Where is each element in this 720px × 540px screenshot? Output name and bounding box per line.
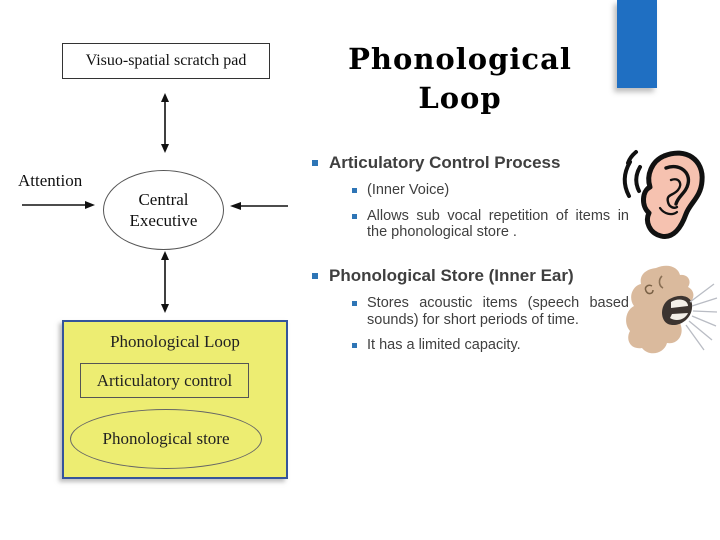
visuo-spatial-scratchpad-label: Visuo-spatial scratch pad <box>85 52 247 69</box>
sub-bullet-square-icon <box>352 188 357 194</box>
phonological-store-ellipse: Phonological store <box>70 409 262 469</box>
bullet-square-icon <box>312 160 318 166</box>
list-item: It has a limited capacity. <box>367 336 521 353</box>
ear-listening-icon <box>622 150 705 239</box>
accent-bar <box>617 0 657 88</box>
bullet-square-icon <box>312 273 318 279</box>
title-line-2: Loop <box>418 81 502 116</box>
central-executive-line-1: Central <box>138 189 189 209</box>
articulatory-control-label: Articulatory control <box>96 370 233 390</box>
speaking-mouth-icon <box>626 265 718 354</box>
section-heading: Articulatory Control Process <box>329 153 561 172</box>
phonological-loop-box-title: Phonological Loop <box>110 332 240 351</box>
sub-bullet-square-icon <box>352 213 357 219</box>
list-item: (Inner Voice) <box>367 182 450 199</box>
sub-bullet-square-icon <box>352 342 357 348</box>
section-heading: Phonological Store (Inner Ear) <box>329 266 574 285</box>
page-title: Phonological Loop <box>338 40 582 118</box>
section-phonological-store: Phonological Store (Inner Ear) Stores ac… <box>312 266 642 353</box>
up-down-arrow-bottom <box>161 251 169 313</box>
central-executive-line-2: Executive <box>129 211 198 230</box>
central-executive-ellipse: Central Executive <box>103 170 224 250</box>
visuo-spatial-scratchpad-box: Visuo-spatial scratch pad <box>62 43 270 79</box>
list-item: Stores acoustic items (speech based soun… <box>367 295 629 328</box>
list-item: Allows sub vocal repetition of items in … <box>367 207 629 240</box>
up-down-arrow-top <box>161 93 169 153</box>
title-line-1: Phonological <box>348 42 572 76</box>
attention-arrow <box>22 201 95 209</box>
right-input-arrow <box>230 202 288 210</box>
phonological-store-label: Phonological store <box>102 429 230 448</box>
attention-label: Attention <box>18 171 83 190</box>
sub-bullet-square-icon <box>352 301 357 307</box>
phonological-loop-box: Phonological Loop Articulatory control P… <box>62 320 288 479</box>
diagram-arrows <box>22 93 288 313</box>
articulatory-control-box: Articulatory control <box>80 363 249 398</box>
section-articulatory-control: Articulatory Control Process (Inner Voic… <box>312 153 642 240</box>
